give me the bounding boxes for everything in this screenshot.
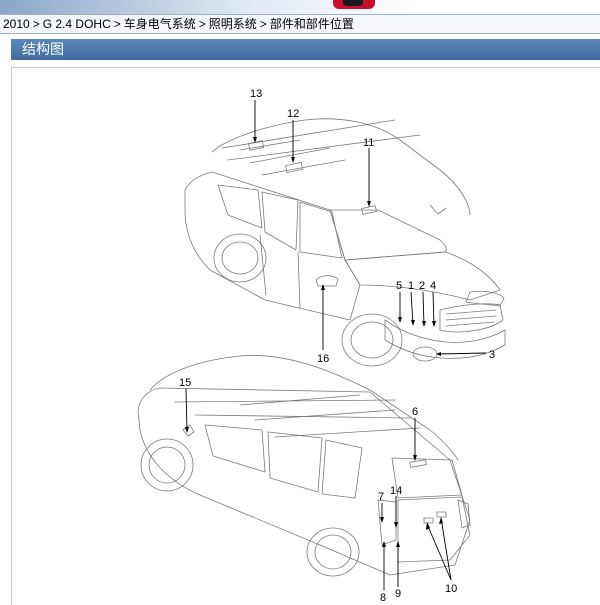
rear-vehicle-illustration <box>137 355 471 577</box>
callout-10: 10 <box>445 583 457 595</box>
callout-15: 15 <box>179 377 191 389</box>
callout-1: 1 <box>408 280 414 292</box>
callout-7: 7 <box>378 491 384 503</box>
breadcrumb-item-engine[interactable]: G 2.4 DOHC <box>42 17 111 31</box>
callout-16: 16 <box>317 353 329 365</box>
breadcrumb-separator: > <box>32 17 40 31</box>
breadcrumb-item-body-electrical[interactable]: 车身电气系统 <box>123 17 196 31</box>
callout-13: 13 <box>250 88 262 100</box>
callout-14: 14 <box>390 485 402 497</box>
brand-logo-mark <box>343 0 363 6</box>
breadcrumb-separator: > <box>198 17 206 31</box>
breadcrumb: 2010>G 2.4 DOHC>车身电气系统>照明系统>部件和部件位置 <box>0 14 600 34</box>
top-banner <box>0 0 600 14</box>
front-vehicle-illustration <box>184 118 506 367</box>
breadcrumb-separator: > <box>113 17 121 31</box>
callout-8: 8 <box>380 592 386 604</box>
breadcrumb-item-lighting[interactable]: 照明系统 <box>208 17 257 31</box>
callout-11: 11 <box>363 137 374 149</box>
callout-9: 9 <box>395 588 401 600</box>
breadcrumb-separator: > <box>259 17 267 31</box>
breadcrumb-item-components: 部件和部件位置 <box>269 17 354 31</box>
callout-3: 3 <box>489 349 495 361</box>
callout-2: 2 <box>419 280 425 292</box>
section-title: 结构图 <box>11 39 600 60</box>
callout-4: 4 <box>430 280 436 292</box>
callout-5: 5 <box>396 280 402 292</box>
breadcrumb-item-year[interactable]: 2010 <box>3 17 30 31</box>
diagram-frame <box>11 67 600 605</box>
callout-6: 6 <box>412 406 418 418</box>
callout-12: 12 <box>287 108 299 120</box>
